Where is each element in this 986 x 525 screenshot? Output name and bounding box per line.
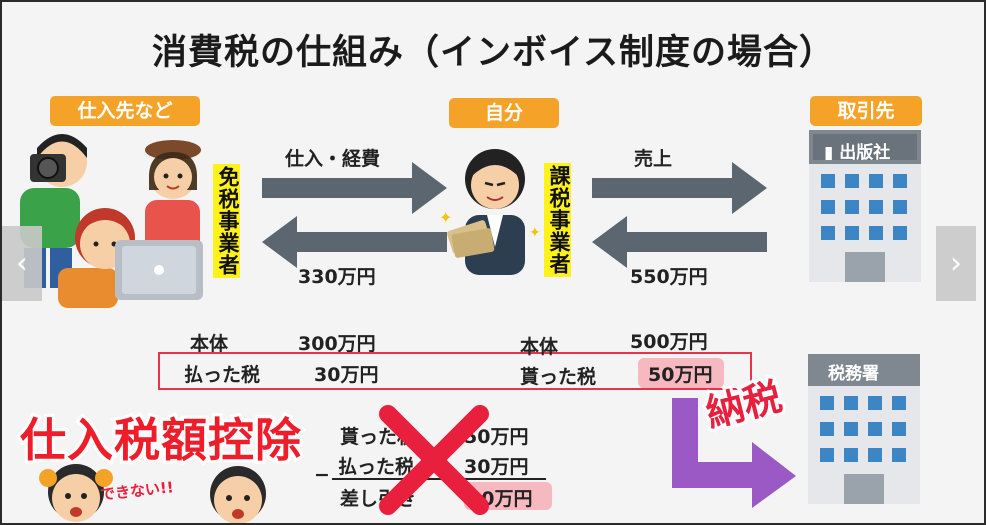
tag-supplier: 仕入先など xyxy=(50,96,200,126)
purchase-amount: 330万円 xyxy=(298,266,376,288)
calc-paid-label: 払った税 xyxy=(338,456,415,478)
arrow-right-sales xyxy=(592,162,767,214)
right-recv-value: 50万円 xyxy=(648,364,713,386)
arrow-right-purchase xyxy=(262,162,447,214)
minus-sign: − xyxy=(314,464,330,486)
chevron-right-icon: › xyxy=(950,246,962,281)
right-recv-label: 貰った税 xyxy=(520,366,597,388)
building-windows xyxy=(821,174,907,240)
kids-illustration xyxy=(39,464,266,523)
left-body-value: 300万円 xyxy=(298,333,376,355)
book-icon: ▮ xyxy=(824,143,840,163)
arrow-left-receipt xyxy=(592,216,767,268)
sales-label: 売上 xyxy=(634,148,673,170)
payment-arrow xyxy=(672,398,796,508)
right-body-label: 本体 xyxy=(520,336,559,358)
publisher-sign: ▮ 出版社 xyxy=(824,138,890,163)
calc-recv-value: 50万円 xyxy=(464,426,529,448)
recv-highlight xyxy=(638,358,724,388)
publisher-building xyxy=(809,130,921,282)
svg-text:✦: ✦ xyxy=(529,225,541,241)
calc-divider xyxy=(332,478,546,480)
self-illustration: ✦ ✦ xyxy=(439,149,541,275)
right-body-value: 500万円 xyxy=(630,331,708,353)
tax-office-sign: 税務署 xyxy=(828,364,879,384)
sales-amount: 550万円 xyxy=(630,266,708,288)
cross-icon xyxy=(379,405,489,515)
calc-paid-value: 30万円 xyxy=(464,456,529,478)
deduction-heading: 仕入税額控除 xyxy=(17,410,304,470)
left-body-label: 本体 xyxy=(190,333,229,355)
tax-office-building xyxy=(808,354,920,504)
sales-arrows xyxy=(592,162,767,268)
publisher-name: 出版社 xyxy=(839,143,891,163)
prev-slide-button[interactable]: ‹ xyxy=(2,226,42,301)
purchase-arrows xyxy=(262,162,447,268)
purchase-label: 仕入・経費 xyxy=(285,148,381,170)
artist-figure xyxy=(145,140,201,255)
label-exempt-business: 免税事業者 xyxy=(213,164,240,278)
tag-self: 自分 xyxy=(449,98,559,128)
tax-highlight-box xyxy=(158,352,752,390)
label-taxable-business: 課税事業者 xyxy=(544,163,571,277)
arrow-left-payment xyxy=(262,216,447,268)
page-title: 消費税の仕組み（インボイス制度の場合） xyxy=(152,33,835,73)
left-paid-label: 払った税 xyxy=(184,364,261,386)
next-slide-button[interactable]: › xyxy=(936,226,976,301)
svg-text:✦: ✦ xyxy=(439,208,452,227)
left-paid-value: 30万円 xyxy=(314,364,379,386)
writer-figure xyxy=(58,208,203,308)
tag-client: 取引先 xyxy=(810,96,922,126)
chevron-left-icon: ‹ xyxy=(16,246,28,281)
